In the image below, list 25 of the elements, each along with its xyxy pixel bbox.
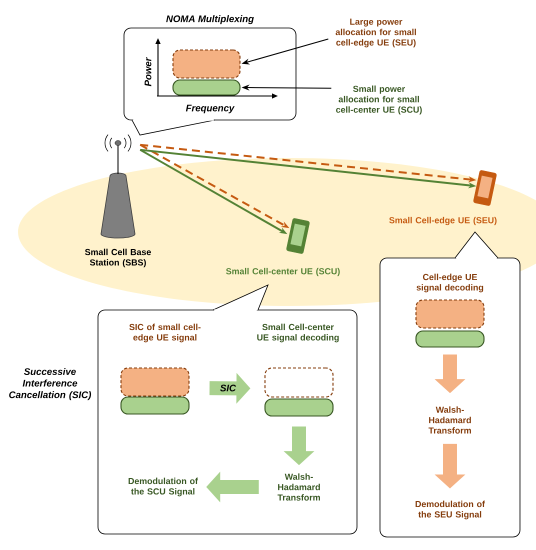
power-bar bbox=[415, 299, 485, 329]
edge-label: SIC bbox=[220, 384, 236, 392]
step-text: Large power allocation for small cell-edge UE (SEU) bbox=[336, 18, 416, 48]
node-caption: Small Cell-edge UE (SEU) bbox=[389, 216, 497, 226]
axis-label: Power bbox=[144, 57, 152, 86]
step-text: Demodulation of the SCU Signal bbox=[128, 478, 198, 496]
node-caption: Small Cell-center UE (SCU) bbox=[226, 268, 340, 276]
power-bar bbox=[264, 398, 334, 417]
step-text: Small Cell-center UE signal decoding bbox=[257, 324, 339, 342]
power-bar bbox=[120, 367, 190, 397]
step-text: Walsh-Hadamard Transform bbox=[278, 473, 320, 501]
node-caption: Small Cell Base Station (SBS) bbox=[85, 248, 151, 268]
heading: NOMA Multiplexing bbox=[166, 15, 254, 24]
power-bar bbox=[120, 396, 190, 415]
power-bar bbox=[172, 49, 241, 79]
step-text: SIC of small cell-edge UE signal bbox=[129, 324, 201, 342]
step-text: Cell-edge UE signal decoding bbox=[416, 274, 484, 292]
step-text: Walsh-Hadamard Transform bbox=[428, 406, 471, 434]
step-text: Demodulation of the SEU Signal bbox=[416, 500, 485, 520]
power-bar bbox=[172, 79, 241, 96]
power-bar bbox=[415, 330, 485, 348]
side-label: Successive Interference Cancellation (SIC) bbox=[9, 368, 92, 400]
axis-label: Frequency bbox=[186, 104, 235, 114]
power-bar bbox=[264, 367, 334, 398]
step-text: Small power allocation for small cell-center UE (SCU) bbox=[336, 86, 422, 114]
